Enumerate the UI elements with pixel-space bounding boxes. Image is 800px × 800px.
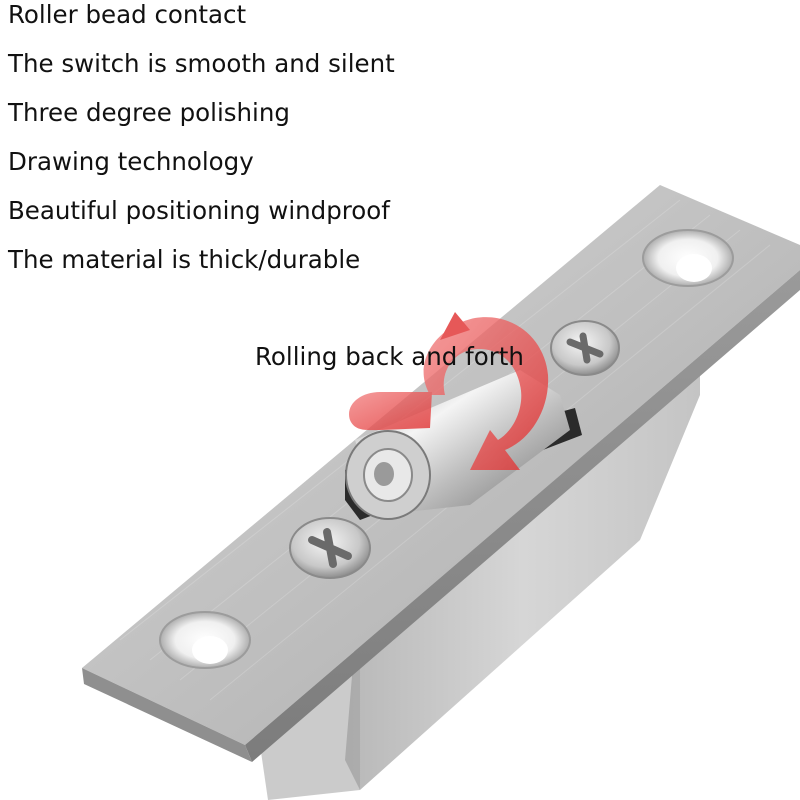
screw-bottom	[289, 517, 371, 579]
roller-bead	[345, 370, 570, 520]
mounting-hole-bottom	[159, 611, 251, 669]
feature-item: The switch is smooth and silent	[8, 49, 395, 78]
mounting-hole-top	[642, 229, 734, 287]
feature-item: Drawing technology	[8, 147, 254, 176]
rotation-arrow-icon	[349, 312, 549, 470]
rolling-caption: Rolling back and forth	[255, 342, 524, 371]
feature-item: Beautiful positioning windproof	[8, 196, 390, 225]
feature-item: Three degree polishing	[8, 98, 290, 127]
feature-item: The material is thick/durable	[8, 245, 361, 274]
feature-list: Roller bead contact The switch is smooth…	[8, 0, 395, 294]
screw-top	[550, 320, 620, 376]
feature-item: Roller bead contact	[8, 0, 247, 29]
